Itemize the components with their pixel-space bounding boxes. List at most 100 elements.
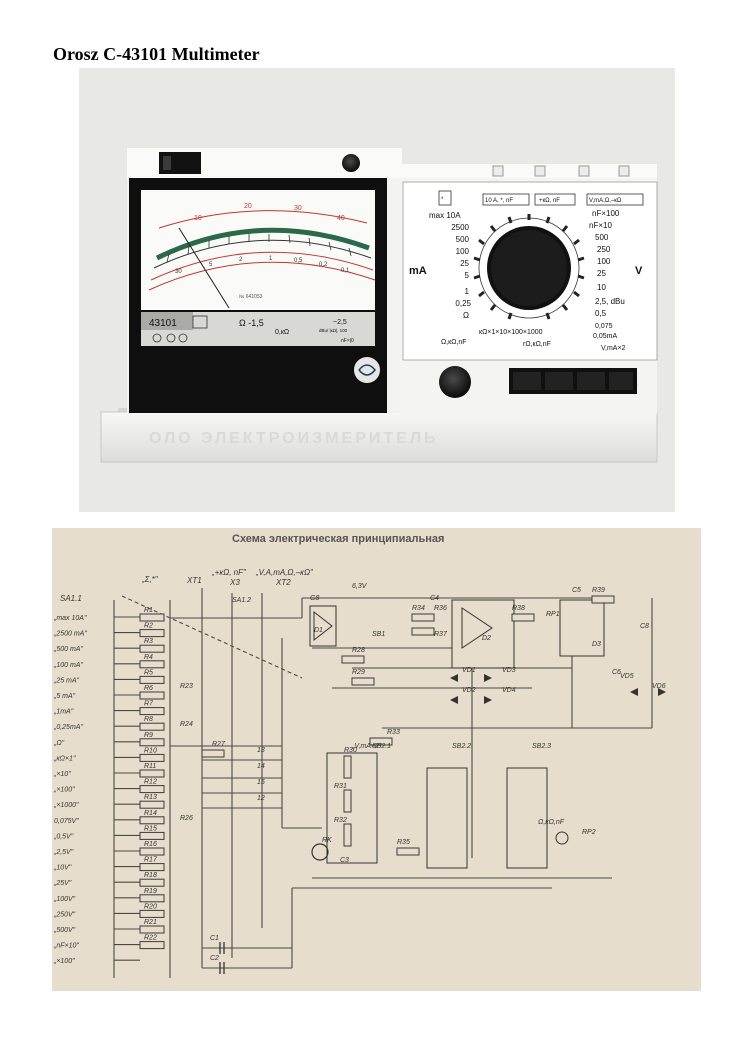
component-label: C6 <box>612 669 621 676</box>
socket-4[interactable] <box>618 165 630 177</box>
svg-text:10: 10 <box>194 215 202 222</box>
v-unit: V <box>635 265 643 277</box>
brand-watermark: ОЛО ЭЛЕКТРОИЗМЕРИТЕЛЬ <box>149 430 439 447</box>
btn-label-2: 10 A, *, nF <box>485 198 513 204</box>
range-nf100: nF×100 <box>592 209 620 218</box>
resistor-label: R21 <box>144 919 157 926</box>
component-label: C5 <box>572 587 581 594</box>
component-label: SB2.3 <box>532 743 551 750</box>
dbu-label: dBu/ |кΩ|, 100 <box>319 328 348 333</box>
dbu-note: ~2,5 <box>333 319 347 326</box>
resistor-label: R19 <box>144 888 157 895</box>
resistor <box>139 894 165 903</box>
component-label: „V,mA×2" <box>351 743 382 750</box>
component-label: R30 <box>344 747 357 754</box>
resistor <box>139 831 165 840</box>
svg-text:0,2: 0,2 <box>319 262 328 268</box>
kohm-note: 0,кΩ <box>275 329 289 336</box>
bottom-right-label: V,mA×2 <box>601 345 626 352</box>
meter-symbol-icon <box>311 843 329 861</box>
component-label: R32 <box>334 817 347 824</box>
switch-position-label: „×100" <box>53 787 75 794</box>
component-label: G8 <box>310 595 319 602</box>
component-label: R33 <box>387 729 400 736</box>
resistor-label: R22 <box>144 935 157 942</box>
svg-text:40: 40 <box>337 215 345 222</box>
resistor-label: R15 <box>144 825 157 832</box>
switch-position-label: „×100" <box>53 958 75 965</box>
switch-position-label: „2500 mA" <box>53 631 87 638</box>
kohm-multipliers: кΩ×1×10×100×1000 <box>479 329 543 336</box>
resistor <box>139 769 165 778</box>
socket-2[interactable] <box>534 165 546 177</box>
circuit-schematic: Схема электрическая принципиальная „Σ,*"… <box>52 528 701 991</box>
zero-adjust-knob[interactable] <box>342 154 360 172</box>
range-500v: 500 <box>595 233 609 242</box>
component-label: VD4 <box>502 687 516 694</box>
terminal-label-1: „Σ,*" <box>141 575 159 584</box>
resistor <box>139 629 165 638</box>
component-label: D3 <box>592 641 601 648</box>
svg-text:2: 2 <box>239 257 243 263</box>
switch-position-label: „25 mA" <box>53 677 80 684</box>
ma-range-0-25: 0,25 <box>455 299 471 308</box>
component-label: VD5 <box>620 673 634 680</box>
component-label: C4 <box>430 595 439 602</box>
push-button-3[interactable] <box>577 372 605 390</box>
socket-3[interactable] <box>578 165 590 177</box>
component-label: 6,3V <box>352 583 368 590</box>
component-label: Ω,кΩ,nF <box>538 819 565 826</box>
component-label: 14 <box>257 763 265 770</box>
resistor-label: R6 <box>144 685 153 692</box>
push-button-1[interactable] <box>513 372 541 390</box>
range-0-5v: 0,5 <box>595 309 607 318</box>
terminal-label-xt1: XT1 <box>186 576 202 585</box>
bottom-center-label: rΩ,кΩ,nF <box>523 341 551 348</box>
page-title: Orosz C-43101 Multimeter <box>53 44 260 64</box>
resistor <box>139 863 165 872</box>
range-25v: 25 <box>597 269 606 278</box>
resistor <box>139 909 165 918</box>
range-nf10: nF×10 <box>589 221 612 230</box>
switch-position-label: „25V" <box>53 880 72 887</box>
resistor-label: R1 <box>144 607 153 614</box>
resistor <box>139 800 165 809</box>
range-0-05ma: 0,05mA <box>593 333 617 340</box>
socket-1[interactable] <box>492 165 504 177</box>
switch-position-label: „10V" <box>53 865 72 872</box>
range-250v: 250 <box>597 245 611 254</box>
switch-position-label: „5 mA" <box>53 693 76 700</box>
component-label: R37 <box>434 631 448 638</box>
component-label: R24 <box>180 721 193 728</box>
component-label: VD2 <box>462 687 476 694</box>
component-label: SA1.2 <box>232 597 251 604</box>
switch-position-label: „0,25mA" <box>53 724 83 731</box>
resistor <box>139 816 165 825</box>
ic-d3 <box>559 599 605 657</box>
component-label: R36 <box>434 605 447 612</box>
resistor-label: R2 <box>144 623 153 630</box>
resistor-label: R17 <box>144 857 158 864</box>
component-label: VD6 <box>652 683 666 690</box>
component-label: C1 <box>210 935 219 942</box>
btn-label-1: * <box>441 197 444 203</box>
resistor-label: R18 <box>144 872 157 879</box>
push-button-4[interactable] <box>609 372 633 390</box>
switch-position-label: „500 mA" <box>53 646 83 653</box>
switch-position-label: „×1000" <box>53 802 79 809</box>
switch-sb2-3 <box>506 767 548 869</box>
component-label: R23 <box>180 683 193 690</box>
component-label: R27 <box>212 741 226 748</box>
resistor-label: R3 <box>144 638 153 645</box>
terminal-label-5: „V,A,mA,Ω,–кΩ" <box>255 568 314 577</box>
resistor-label: R7 <box>144 701 154 708</box>
calibration-knob[interactable] <box>439 366 471 398</box>
push-button-2[interactable] <box>545 372 573 390</box>
component-label: R34 <box>412 605 425 612</box>
switch-position-label: „×10" <box>53 771 71 778</box>
switch-sb2-2 <box>426 767 468 869</box>
svg-text:20: 20 <box>244 203 252 210</box>
component-label: C3 <box>340 857 349 864</box>
resistor-label: R14 <box>144 810 157 817</box>
